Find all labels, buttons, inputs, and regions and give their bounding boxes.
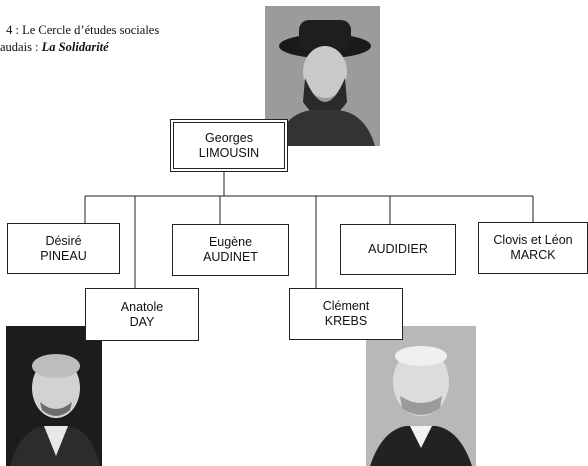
portrait-day-image — [6, 326, 102, 466]
node-limousin: Georges LIMOUSIN — [170, 119, 288, 172]
portrait-krebs-image — [366, 326, 476, 466]
caption-figure-number: 4 : — [6, 23, 19, 37]
node-day: Anatole DAY — [85, 288, 199, 341]
node-limousin-first: Georges — [205, 130, 253, 145]
node-limousin-inner: Georges LIMOUSIN — [173, 122, 285, 169]
caption-line-1: 4 : Le Cercle d’études sociales — [0, 22, 159, 39]
node-audinet: Eugène AUDINET — [172, 224, 289, 276]
caption-block: 4 : Le Cercle d’études sociales audais :… — [0, 22, 159, 56]
node-marck: Clovis et Léon MARCK — [478, 222, 588, 274]
portrait-krebs — [366, 326, 476, 466]
node-krebs-last: KREBS — [324, 314, 368, 328]
node-pineau: Désiré PINEAU — [7, 223, 120, 274]
node-pineau-last: PINEAU — [40, 248, 87, 263]
node-audidier-last: AUDIDIER — [368, 242, 428, 256]
node-pineau-first: Désiré — [45, 233, 82, 248]
node-krebs-first: Clément — [322, 299, 370, 313]
node-limousin-last: LIMOUSIN — [198, 145, 260, 160]
node-day-last: DAY — [129, 314, 155, 329]
portrait-limousin-image — [265, 6, 380, 146]
node-marck-first: Clovis et Léon — [493, 233, 573, 247]
node-audinet-last: AUDINET — [203, 250, 258, 264]
node-marck-last: MARCK — [510, 248, 556, 262]
portrait-day — [6, 326, 102, 466]
node-day-first: Anatole — [120, 299, 164, 314]
node-krebs: Clément KREBS — [289, 288, 403, 340]
caption-line-2: audais : La Solidarité — [0, 39, 159, 56]
caption-text: Le Cercle d’études sociales — [22, 23, 160, 37]
node-audinet-first: Eugène — [208, 235, 253, 249]
portrait-limousin — [265, 6, 380, 146]
caption-title: La Solidarité — [41, 40, 109, 54]
node-audidier: AUDIDIER — [340, 224, 456, 275]
caption-text-2: audais : — [0, 40, 39, 54]
